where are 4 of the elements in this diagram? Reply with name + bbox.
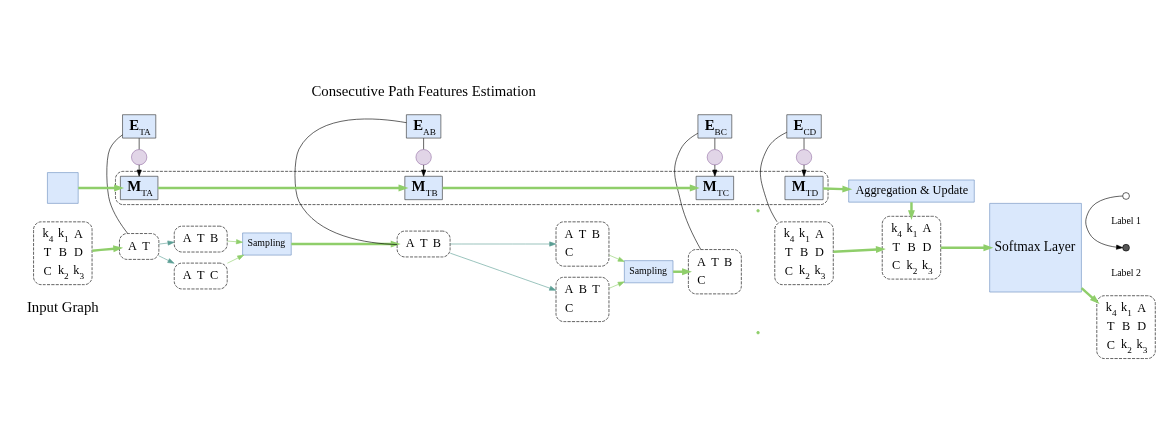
legend-label: Label 1 [1111,214,1141,226]
node-label: Input Graph [26,298,99,315]
legend-label: Label 2 [1111,266,1141,278]
label: Consecutive Path Features Estimation [311,82,536,99]
